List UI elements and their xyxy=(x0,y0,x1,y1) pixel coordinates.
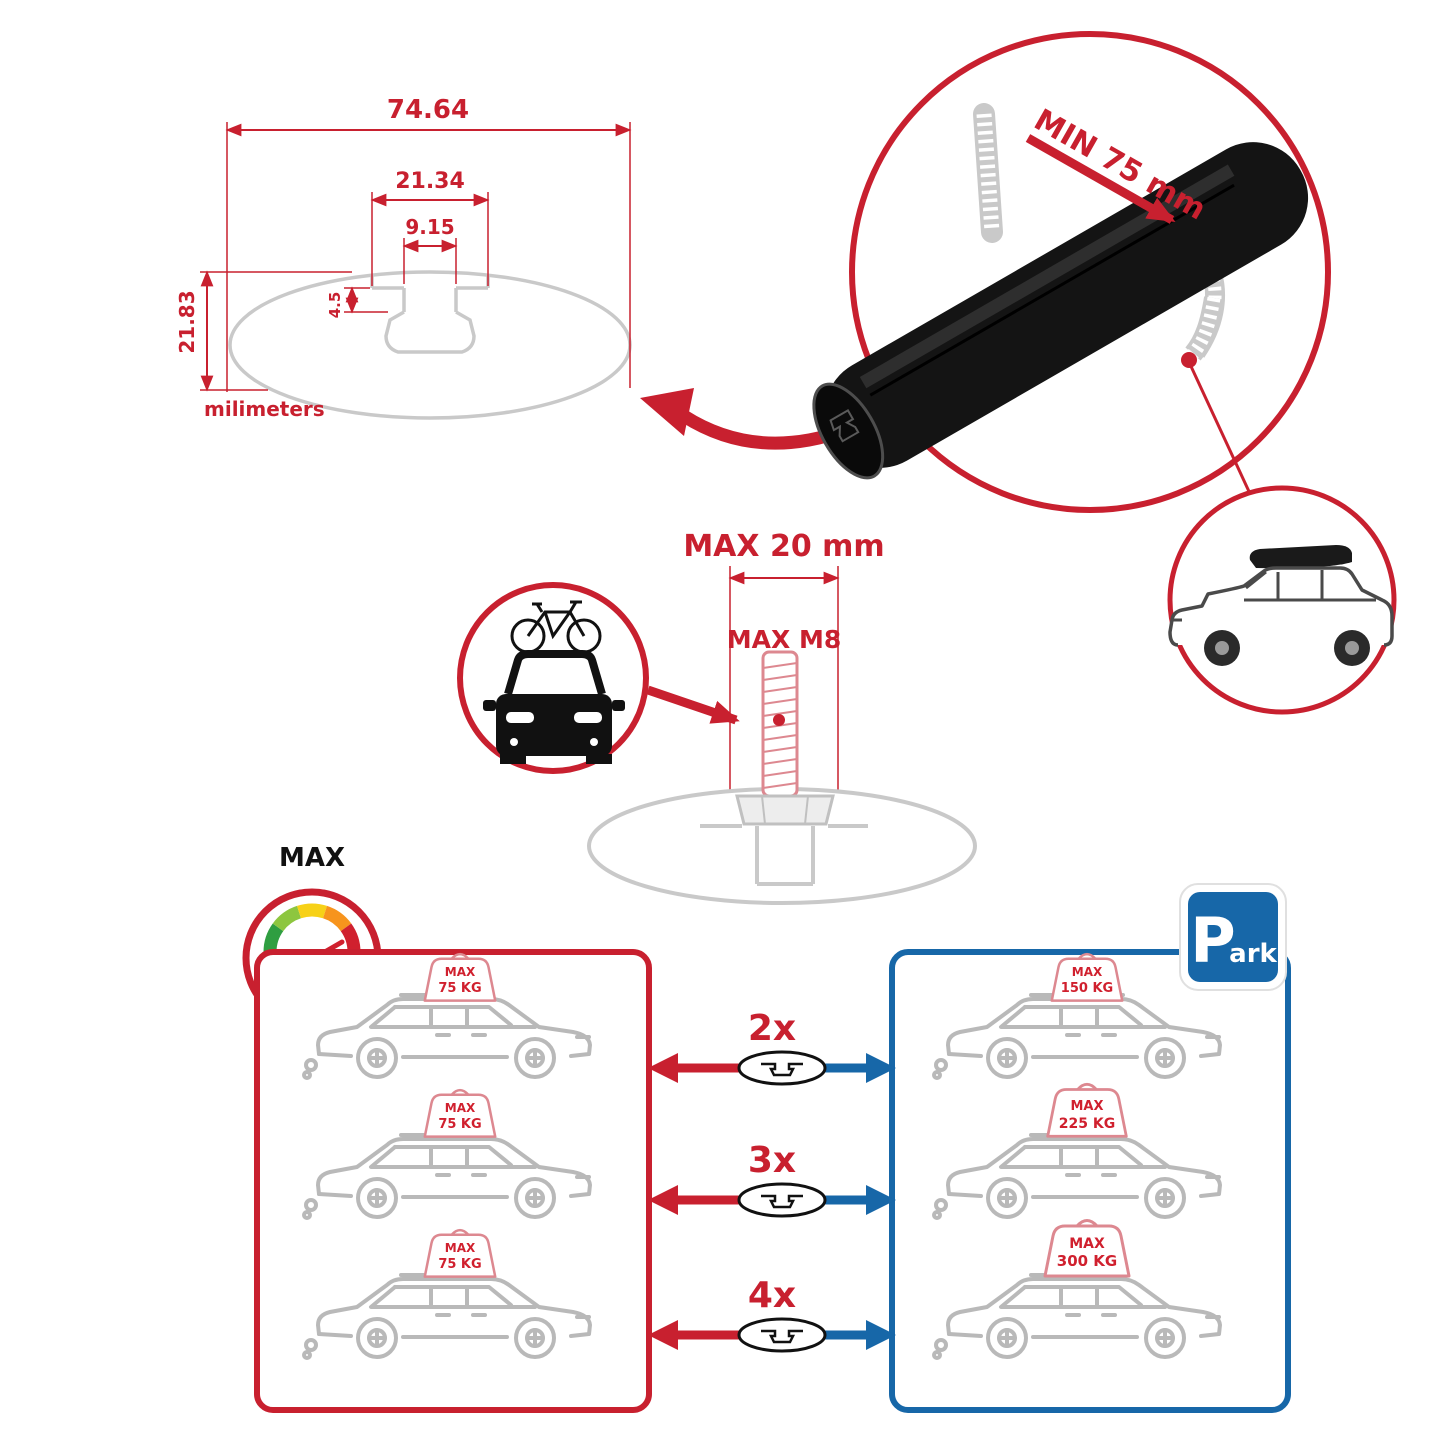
right-load-3-max: MAX xyxy=(1069,1236,1105,1252)
park-sign-rest: ark xyxy=(1229,939,1277,969)
crossbar-end-cap xyxy=(812,382,885,480)
clamp-rod-top xyxy=(973,103,1003,243)
dim-units-label: milimeters xyxy=(204,397,325,421)
capacity-right-panel: MAX 150 KG MAX 225 KG MAX 300 KG xyxy=(889,949,1291,1413)
bolt-dimension-lines xyxy=(728,566,840,792)
right-load-1-max: MAX xyxy=(1072,965,1103,979)
capacity-left-panel: MAX 75 KG MAX 75 KG MAX 75 KG xyxy=(254,949,652,1413)
capacity-arrows: 2x 3x 4x xyxy=(648,1008,896,1353)
left-load-3-max: MAX xyxy=(445,1241,476,1255)
crossbar-detail-circle: MIN 75 mm xyxy=(812,31,1331,513)
multiplier-3: 4x xyxy=(748,1275,796,1316)
multiplier-row-1: 2x xyxy=(648,1008,896,1086)
multiplier-1: 2x xyxy=(748,1008,796,1049)
bolt xyxy=(735,650,835,826)
min-span-arrow xyxy=(1025,134,1176,224)
speed-max-label: MAX xyxy=(279,843,345,873)
roofbox-suv-art xyxy=(1168,545,1394,666)
park-sign-plate xyxy=(1188,892,1278,982)
max-thread-label: MAX M8 xyxy=(727,625,841,654)
multiplier-2: 3x xyxy=(748,1140,796,1181)
roof-box xyxy=(1249,545,1352,569)
left-load-3-kg: 75 KG xyxy=(438,1257,481,1272)
right-load-3-kg: 300 KG xyxy=(1057,1252,1117,1270)
dimension-lines xyxy=(200,122,632,392)
dim-width-inner-slot: 9.15 xyxy=(405,215,454,239)
bolt-spec-diagram: MAX 20 mm MAX M8 xyxy=(587,529,977,905)
bike-car-circle xyxy=(457,582,740,774)
arrow-to-bolt xyxy=(646,685,740,725)
multiplier-row-3: 4x xyxy=(648,1275,896,1353)
connector-line-suv xyxy=(1187,361,1254,499)
park-sign-letter: P xyxy=(1190,904,1235,977)
dim-depth-step: 4.5 xyxy=(326,292,344,319)
park-sign: P ark xyxy=(1179,883,1287,991)
clamp-point-dot xyxy=(1181,352,1197,368)
thread-point-dot xyxy=(773,714,785,726)
left-load-1-kg: 75 KG xyxy=(438,981,481,996)
left-load-2-max: MAX xyxy=(445,1101,476,1115)
left-load-1-max: MAX xyxy=(445,965,476,979)
right-load-2-kg: 225 KG xyxy=(1059,1116,1115,1132)
profile-dimension-diagram: 74.64 21.34 9.15 4.5 21.83 milimeters xyxy=(175,95,632,421)
right-panel-border xyxy=(889,949,1291,1413)
crossbar-3d xyxy=(812,142,1309,480)
crossbar-profile-icon-2 xyxy=(737,1182,827,1218)
max-width-label: MAX 20 mm xyxy=(683,529,884,564)
car-front-icon xyxy=(483,650,625,764)
clamp-rod-tip xyxy=(1181,296,1224,368)
left-load-2-kg: 75 KG xyxy=(438,1117,481,1132)
crossbar-profile-icon-3 xyxy=(737,1317,827,1353)
multiplier-row-2: 3x xyxy=(648,1140,896,1218)
bolt-head xyxy=(735,794,835,826)
crossbar-profile-icon-1 xyxy=(737,1050,827,1086)
dim-width-total: 74.64 xyxy=(387,95,469,125)
dim-width-outer-slot: 21.34 xyxy=(395,169,465,194)
right-load-1-kg: 150 KG xyxy=(1061,981,1113,996)
dim-height-total: 21.83 xyxy=(175,290,199,353)
roofbox-suv-circle xyxy=(1167,485,1397,715)
right-load-2-max: MAX xyxy=(1070,1099,1103,1114)
